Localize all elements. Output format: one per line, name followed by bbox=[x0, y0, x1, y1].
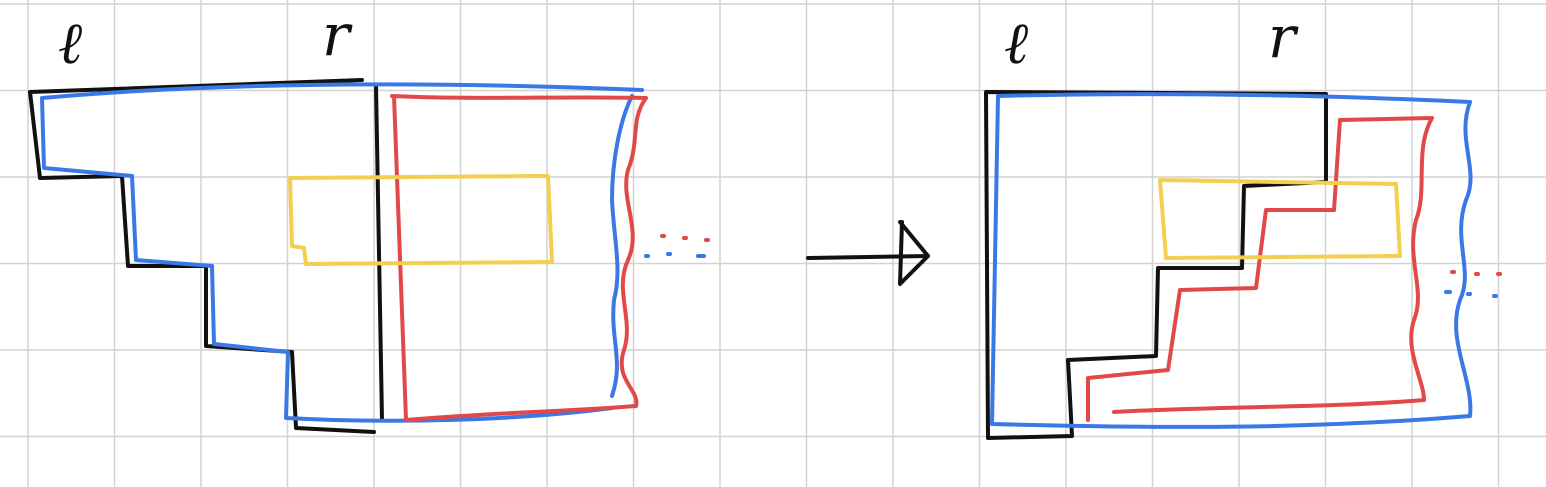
right-figure bbox=[984, 90, 1502, 440]
left-red-box bbox=[390, 94, 648, 422]
right-red-dots bbox=[1450, 270, 1502, 276]
label-r-right: r bbox=[1268, 3, 1296, 71]
label-l-right: ℓ bbox=[1004, 9, 1029, 77]
left-figure bbox=[28, 78, 710, 434]
left-blue-outline bbox=[40, 82, 644, 423]
right-blue-outline bbox=[990, 92, 1473, 429]
arrow bbox=[806, 220, 930, 286]
right-blue-dots bbox=[1444, 290, 1498, 298]
label-r-left: r bbox=[322, 1, 350, 69]
right-yellow-box bbox=[1158, 178, 1402, 260]
left-yellow-box bbox=[288, 174, 554, 266]
left-black-staircase bbox=[28, 78, 384, 434]
left-blue-dots bbox=[644, 252, 706, 258]
right-black-staircase bbox=[984, 90, 1328, 440]
right-red-staircase bbox=[1086, 116, 1434, 422]
left-red-dots bbox=[660, 234, 710, 242]
label-l-left: ℓ bbox=[58, 9, 83, 77]
